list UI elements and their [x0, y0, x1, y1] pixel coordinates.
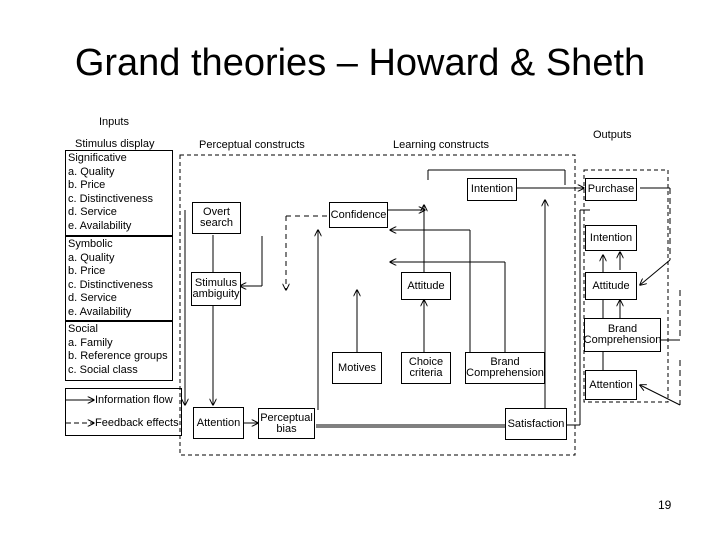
choice-criteria-box: Choice criteria: [401, 352, 451, 384]
social-family: a. Family: [68, 336, 113, 349]
confidence-box: Confidence: [329, 202, 388, 228]
symbolic-availability: e. Availability: [68, 305, 132, 318]
output-attitude-box: Attitude: [585, 272, 637, 300]
significative-quality: a. Quality: [68, 165, 115, 178]
satisfaction-box: Satisfaction: [505, 408, 567, 440]
stimulus-display-header: Stimulus display: [75, 138, 155, 150]
brand-comprehension-box: Brand Comprehension: [465, 352, 545, 384]
outputs-header: Outputs: [593, 129, 632, 141]
significative-stimulus-box: Significative a. Quality b. Price c. Dis…: [65, 150, 173, 236]
significative-availability: e. Availability: [68, 219, 132, 232]
social-reference-groups: b. Reference groups: [68, 350, 168, 362]
inputs-header: Inputs: [99, 116, 129, 128]
social-class: c. Social class: [68, 363, 138, 376]
symbolic-distinctiveness: c. Distinctiveness: [68, 278, 153, 291]
page-title: Grand theories – Howard & Sheth: [74, 42, 646, 84]
significative-distinctiveness: c. Distinctiveness: [68, 192, 153, 205]
perceptual-constructs-header: Perceptual constructs: [199, 139, 305, 151]
attitude-box: Attitude: [401, 272, 451, 300]
output-purchase-box: Purchase: [585, 178, 637, 201]
output-brand-comprehension-box: Brand Comprehension: [584, 318, 661, 352]
social-heading: Social: [68, 323, 98, 335]
perceptual-bias-box: Perceptual bias: [258, 408, 315, 439]
output-attention-box: Attention: [585, 370, 637, 400]
symbolic-service: d. Service: [68, 292, 117, 304]
significative-service: d. Service: [68, 206, 117, 218]
learning-constructs-header: Learning constructs: [393, 139, 489, 151]
output-intention-box: Intention: [585, 225, 637, 251]
symbolic-quality: a. Quality: [68, 251, 115, 264]
stimulus-ambiguity-box: Stimulus ambiguity: [191, 272, 241, 306]
legend-box: [65, 388, 182, 436]
social-stimulus-box: Social a. Family b. Reference groups c. …: [65, 321, 173, 381]
significative-price: b. Price: [68, 179, 106, 191]
legend-information-flow: Information flow: [95, 394, 173, 406]
symbolic-stimulus-box: Symbolic a. Quality b. Price c. Distinct…: [65, 236, 173, 321]
motives-box: Motives: [332, 352, 382, 384]
legend-feedback-effects: Feedback effects: [95, 417, 179, 429]
intention-box: Intention: [467, 178, 517, 201]
overt-search-box: Overt search: [192, 202, 241, 234]
page-number: 19: [658, 498, 672, 512]
significative-heading: Significative: [68, 152, 127, 164]
symbolic-heading: Symbolic: [68, 238, 113, 250]
attention-box: Attention: [193, 407, 244, 439]
symbolic-price: b. Price: [68, 265, 106, 277]
